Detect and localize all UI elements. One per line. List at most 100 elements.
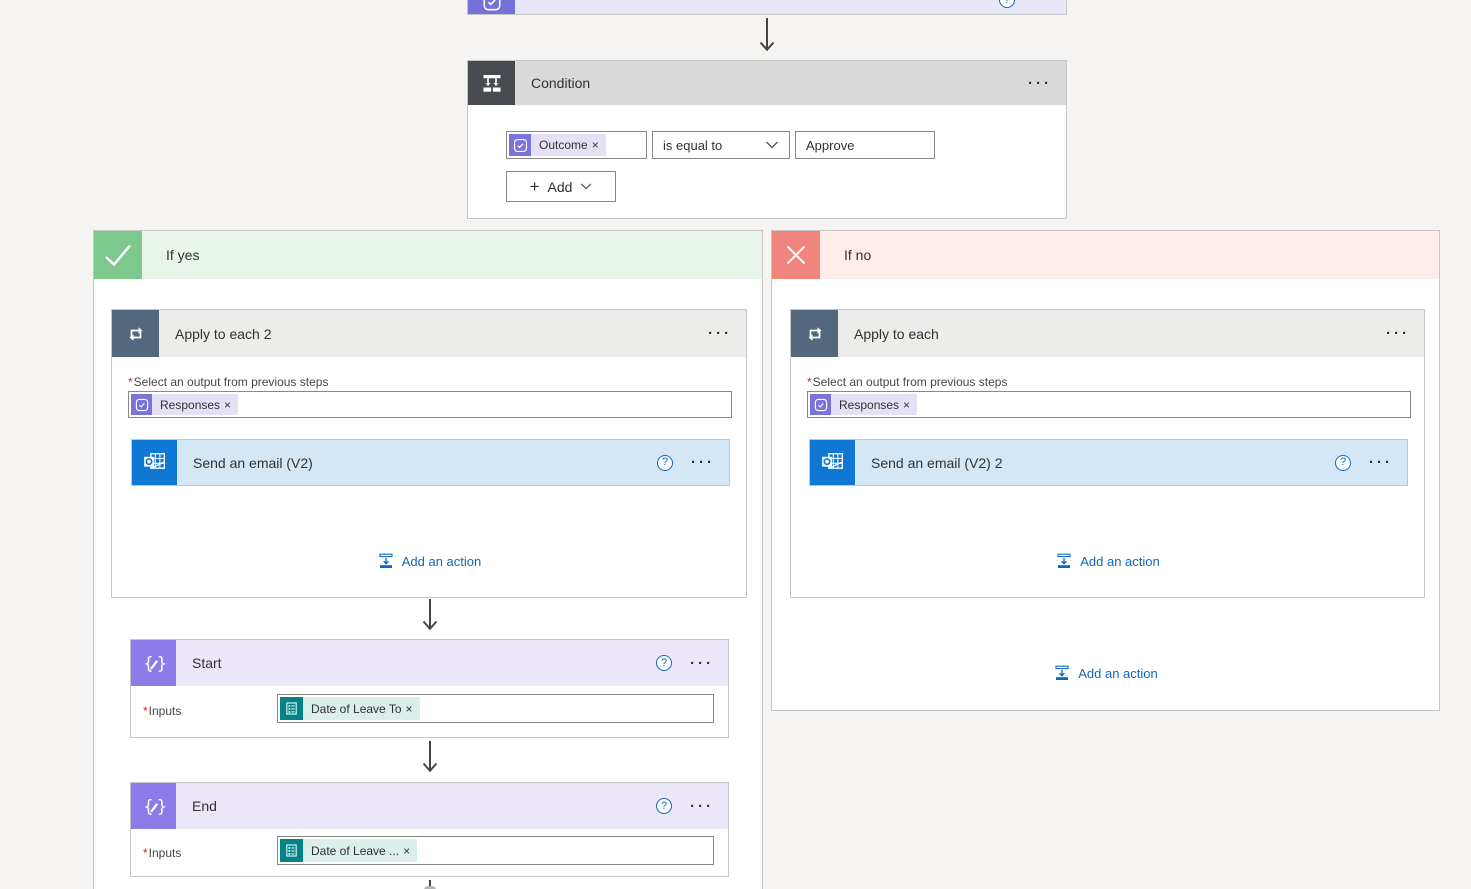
help-icon[interactable]: ?: [656, 798, 672, 814]
outlook-icon: [822, 453, 844, 469]
if-no-header: If no: [772, 231, 1439, 279]
svg-text:{: {: [143, 654, 154, 673]
add-an-action-link[interactable]: Add an action: [772, 664, 1439, 682]
operator-dropdown[interactable]: is equal to: [652, 131, 790, 159]
inputs-token-field[interactable]: Date of Leave ... ×: [277, 836, 714, 865]
card-title: Start: [192, 655, 222, 671]
card-title: Condition: [531, 75, 591, 91]
more-menu-button[interactable]: ···: [690, 654, 714, 672]
flow-connector-stub-flare: [424, 886, 436, 889]
field-label: Select an output from previous steps: [133, 375, 329, 389]
inputs-token-field[interactable]: Date of Leave To ×: [277, 694, 714, 723]
flow-connector-arrow: [422, 741, 438, 773]
data-operations-icon: { }: [143, 797, 166, 816]
output-token-input[interactable]: Responses ×: [128, 391, 732, 418]
approvals-icon: [468, 0, 515, 14]
token-remove-button[interactable]: ×: [903, 394, 918, 415]
apply-to-each-card: Apply to each ··· *Select an output from…: [790, 309, 1425, 598]
chevron-down-icon: [581, 183, 592, 190]
token-remove-button[interactable]: ×: [224, 394, 239, 415]
outlook-icon: [144, 453, 166, 469]
field-label: Select an output from previous steps: [812, 375, 1008, 389]
add-action-label: Add an action: [401, 553, 482, 569]
help-icon[interactable]: ?: [1335, 454, 1351, 471]
apply-to-each-2-header[interactable]: Apply to each 2 ···: [112, 310, 746, 357]
data-operations-icon: { }: [143, 654, 166, 673]
flow-connector-arrow: [422, 599, 438, 631]
add-action-icon: [379, 553, 393, 568]
trigger-card[interactable]: ?: [467, 0, 1067, 15]
apply-to-each-loop-icon: [129, 326, 142, 341]
token-label: Date of Leave To: [303, 697, 406, 720]
svg-text:{: {: [143, 797, 154, 816]
more-menu-button[interactable]: ···: [1028, 74, 1052, 92]
start-compose-card: { } Start ? ··· *Inputs: [130, 639, 729, 738]
cross-icon: [786, 245, 806, 265]
token-remove-button[interactable]: ×: [405, 697, 420, 720]
flow-connector-arrow: [759, 18, 775, 52]
card-title: End: [192, 798, 217, 814]
svg-text:}: }: [157, 654, 166, 673]
if-yes-header: If yes: [94, 231, 762, 279]
card-title: Send an email (V2): [193, 454, 313, 471]
condition-value-field[interactable]: Approve: [795, 131, 935, 159]
send-email-v2-2-card[interactable]: Send an email (V2) 2 ? ···: [809, 439, 1408, 486]
add-condition-button[interactable]: + Add: [506, 171, 616, 202]
end-card-header[interactable]: { } End ? ···: [131, 783, 728, 829]
condition-value: Approve: [806, 137, 855, 153]
help-icon[interactable]: ?: [656, 655, 672, 671]
required-asterisk: *: [143, 846, 148, 860]
token-label: Date of Leave ...: [303, 839, 404, 862]
start-card-header[interactable]: { } Start ? ···: [131, 640, 728, 686]
add-action-label: Add an action: [1080, 553, 1160, 569]
end-compose-card: { } End ? ··· *Inputs: [130, 782, 729, 877]
flow-connector-stub: [429, 880, 431, 889]
condition-card: Condition ··· Outcome × is equal to: [467, 60, 1067, 219]
apply-to-each-loop-icon: [808, 326, 821, 341]
svg-text:}: }: [157, 797, 166, 816]
approvals-icon: [509, 134, 531, 156]
add-action-icon: [1055, 665, 1069, 680]
condition-operand-field[interactable]: Outcome ×: [506, 131, 647, 159]
condition-card-header[interactable]: Condition ···: [468, 61, 1066, 105]
add-button-label: Add: [547, 178, 573, 195]
more-menu-button[interactable]: ···: [1386, 325, 1410, 342]
approvals-icon: [810, 394, 831, 415]
send-email-v2-card[interactable]: Send an email (V2) ? ···: [131, 439, 730, 486]
add-action-label: Add an action: [1078, 665, 1158, 681]
apply-to-each-2-card: Apply to each 2 ··· *Select an output fr…: [111, 309, 747, 598]
token-remove-button[interactable]: ×: [403, 839, 418, 862]
output-token-input[interactable]: Responses ×: [807, 391, 1411, 418]
approvals-icon: [483, 0, 500, 10]
token-label: Outcome: [531, 134, 592, 156]
help-icon[interactable]: ?: [999, 0, 1015, 8]
date-of-leave-token[interactable]: Date of Leave To ×: [280, 697, 420, 720]
more-menu-button[interactable]: ···: [690, 797, 714, 815]
token-remove-button[interactable]: ×: [591, 134, 606, 156]
approvals-icon: [131, 394, 152, 415]
add-an-action-link[interactable]: Add an action: [112, 552, 746, 570]
responses-token[interactable]: Responses ×: [810, 394, 918, 415]
help-icon[interactable]: ?: [657, 454, 673, 471]
card-title: Apply to each 2: [175, 325, 272, 342]
dynamic-token-outcome[interactable]: Outcome ×: [509, 134, 606, 156]
branch-label: If no: [844, 247, 872, 263]
card-title: Apply to each: [854, 325, 939, 342]
date-of-leave-token[interactable]: Date of Leave ... ×: [280, 839, 418, 862]
more-menu-button[interactable]: ···: [1369, 454, 1393, 471]
plus-icon: +: [529, 177, 540, 196]
add-an-action-link[interactable]: Add an action: [791, 552, 1424, 570]
apply-to-each-header[interactable]: Apply to each ···: [791, 310, 1424, 357]
token-label: Responses: [152, 394, 225, 415]
card-title: Send an email (V2) 2: [871, 454, 1003, 471]
responses-token[interactable]: Responses ×: [131, 394, 239, 415]
more-menu-button[interactable]: ···: [691, 454, 715, 471]
more-menu-button[interactable]: ···: [708, 325, 732, 342]
branch-if-yes: If yes Apply to each 2 ··· *Select an ou: [93, 230, 763, 889]
check-icon: [105, 244, 131, 267]
condition-icon: [483, 75, 500, 92]
branch-label: If yes: [166, 247, 200, 263]
forms-icon: [280, 697, 303, 720]
field-label: Inputs: [148, 704, 182, 718]
